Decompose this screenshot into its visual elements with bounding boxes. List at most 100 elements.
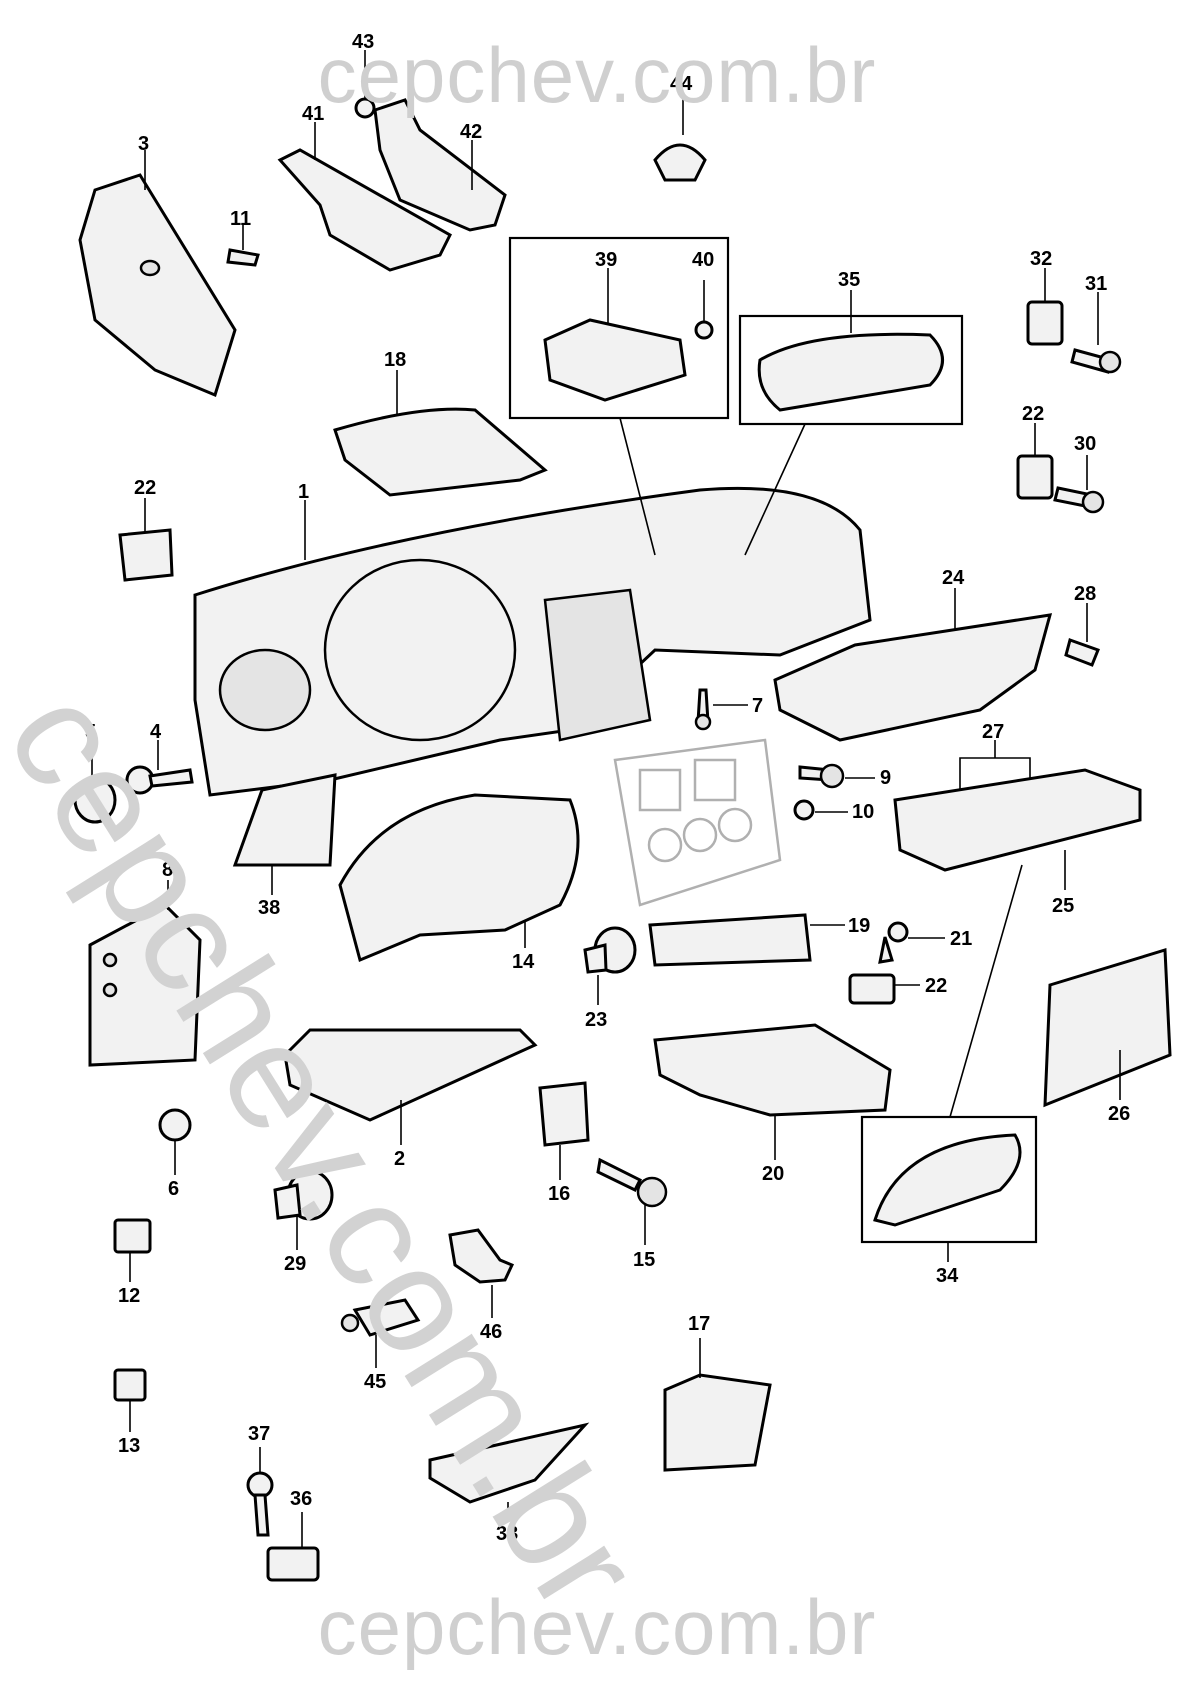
- callout-12: 12: [118, 1285, 140, 1307]
- part-41-bracket: [277, 122, 452, 272]
- part-36-clip: [266, 1512, 320, 1582]
- part-13-clip: [113, 1368, 147, 1432]
- part-33-trim: [428, 1422, 590, 1520]
- part-24-glove-box-door: [773, 588, 1053, 742]
- callout-8: 8: [162, 859, 173, 881]
- callout-45: 45: [364, 1371, 386, 1393]
- part-17-bracket: [663, 1338, 772, 1472]
- part-44-grommet: [653, 92, 707, 182]
- part-5-cap: [73, 740, 117, 824]
- callout-43: 43: [352, 31, 374, 53]
- part-22-clip-right: [1016, 423, 1054, 500]
- part-25-glove-box-liner: [893, 768, 1142, 890]
- part-38-trim: [232, 773, 337, 895]
- part-42-bracket: [373, 98, 507, 232]
- part-3-side-panel: [78, 150, 237, 398]
- callout-39: 39: [595, 249, 617, 271]
- part-16-clip: [538, 1081, 590, 1180]
- callout-22-mid: 22: [925, 975, 947, 997]
- callout-5: 5: [85, 721, 96, 743]
- part-4-bolt: [125, 740, 194, 795]
- callout-25: 25: [1052, 895, 1074, 917]
- callout-10: 10: [852, 801, 874, 823]
- callout-1: 1: [298, 481, 309, 503]
- part-21-screw: [878, 921, 945, 964]
- leader-39-box: [619, 417, 656, 556]
- callout-6: 6: [168, 1178, 179, 1200]
- callout-4: 4: [150, 721, 162, 743]
- part-46-bracket: [448, 1228, 515, 1318]
- part-29-clip: [273, 1169, 334, 1250]
- callout-11: 11: [230, 208, 251, 230]
- part-18-upper-cover: [333, 370, 548, 497]
- callout-31: 31: [1085, 273, 1107, 295]
- callout-32: 32: [1030, 248, 1052, 270]
- part-12-clip: [113, 1218, 152, 1282]
- callout-28: 28: [1074, 583, 1096, 605]
- callout-42: 42: [460, 121, 482, 143]
- callout-46: 46: [480, 1321, 502, 1343]
- callout-7: 7: [752, 695, 763, 717]
- callout-18: 18: [384, 349, 406, 371]
- callout-22-left: 22: [134, 477, 156, 499]
- callout-36: 36: [290, 1488, 312, 1510]
- part-40-nut: [694, 280, 714, 340]
- part-2-cover-panel: [283, 1028, 538, 1145]
- watermark-top: cepchev.com.br: [317, 31, 877, 119]
- part-10-nut: [793, 799, 848, 821]
- callout-37: 37: [248, 1423, 270, 1445]
- callout-27: 27: [982, 721, 1004, 743]
- callout-17: 17: [688, 1313, 710, 1335]
- callout-2: 2: [394, 1148, 405, 1170]
- part-9-bolt: [798, 763, 875, 789]
- callout-3: 3: [138, 133, 149, 155]
- airbag-box-39-40: [508, 236, 730, 420]
- box-34: [860, 1115, 1038, 1244]
- callout-23: 23: [585, 1009, 607, 1031]
- part-8-bracket: [88, 880, 202, 1067]
- callout-16: 16: [548, 1183, 570, 1205]
- part-35-airbag-cover: [757, 290, 944, 412]
- part-14-instrument-bezel: [338, 793, 580, 963]
- part-34-passenger-cover: [873, 1133, 1022, 1262]
- part-37-screw: [246, 1447, 274, 1537]
- leader-35-box: [744, 423, 806, 556]
- part-11-screw: [226, 225, 260, 267]
- callout-labels: 43 44 4 1 42 3 11 39 40 35 32 31 18 22 30…: [85, 31, 1130, 1545]
- part-15-screw: [596, 1157, 668, 1245]
- callout-21: 21: [950, 928, 972, 950]
- callout-34: 34: [936, 1265, 959, 1287]
- leader-25-34: [949, 864, 1023, 1118]
- callout-33: 33: [496, 1523, 518, 1545]
- callout-30: 30: [1074, 433, 1096, 455]
- callout-35: 35: [838, 269, 860, 291]
- callout-9: 9: [880, 767, 891, 789]
- part-28-bolt: [1064, 603, 1100, 667]
- part-30-screw: [1053, 455, 1105, 514]
- part-19-duct: [648, 913, 845, 967]
- callout-26: 26: [1108, 1103, 1130, 1125]
- callout-38: 38: [258, 897, 280, 919]
- part-31-screw: [1070, 292, 1122, 374]
- part-45-switch: [340, 1298, 421, 1368]
- part-22-clip-left: [118, 498, 174, 582]
- part-7-bolt: [694, 688, 748, 731]
- callout-29: 29: [284, 1253, 306, 1275]
- part-43-nut: [354, 50, 376, 119]
- center-console-panel-ghost: [613, 738, 782, 907]
- part-32-clip: [1026, 268, 1064, 346]
- callout-40: 40: [692, 249, 714, 271]
- part-22-clip-mid: [848, 973, 920, 1005]
- callout-15: 15: [633, 1249, 655, 1271]
- part-1-dashboard: [193, 486, 872, 797]
- callout-20: 20: [762, 1163, 784, 1185]
- part-26-side-trim: [1043, 948, 1172, 1108]
- callout-44: 44: [670, 73, 693, 95]
- part-39-passenger-airbag: [543, 268, 687, 402]
- callout-13: 13: [118, 1435, 140, 1457]
- part-20-storage-tray: [653, 1023, 892, 1160]
- callout-19: 19: [848, 915, 870, 937]
- part-23-clip: [583, 926, 637, 1005]
- part-6-nut: [158, 1108, 192, 1175]
